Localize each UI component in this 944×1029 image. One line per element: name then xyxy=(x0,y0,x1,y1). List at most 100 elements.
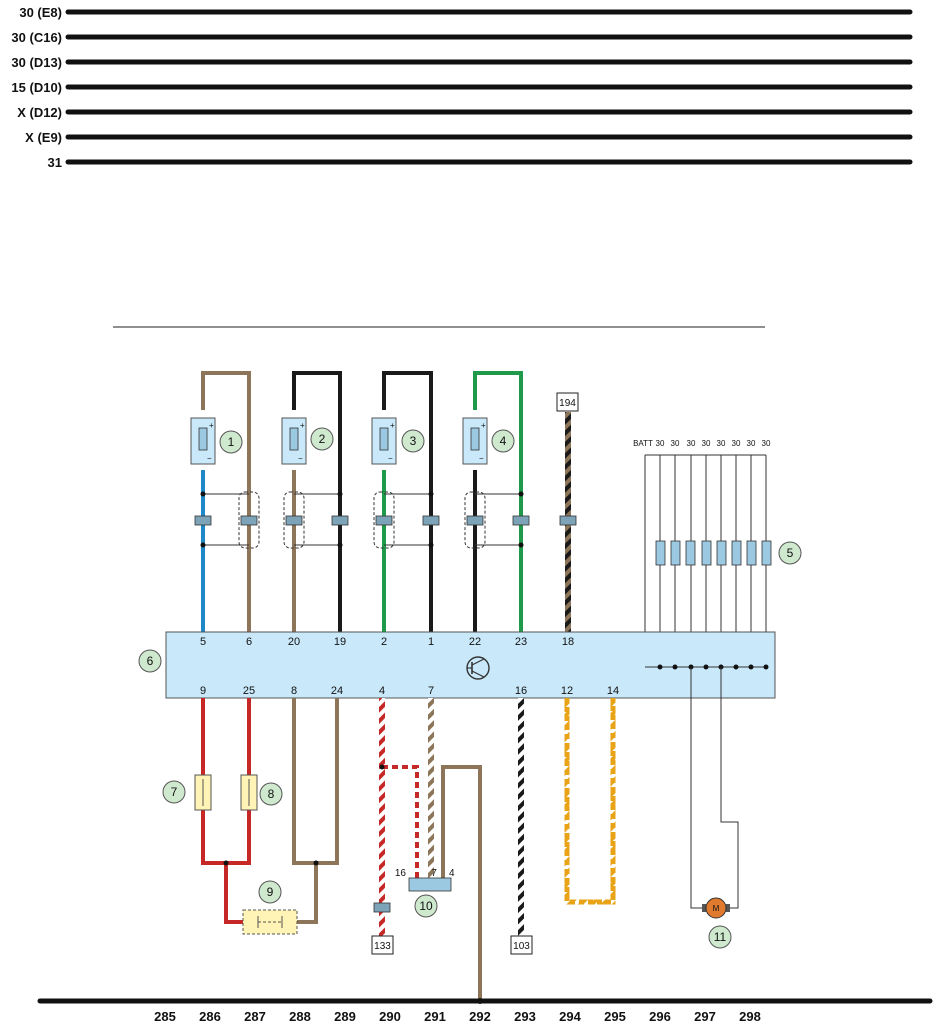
junction-dot xyxy=(748,664,754,670)
connector-pin: 16 xyxy=(395,868,407,879)
wire-brown xyxy=(201,371,251,632)
bus-label: 31 xyxy=(48,155,62,170)
motor-label: M xyxy=(713,904,720,913)
column-number: 294 xyxy=(559,1009,581,1024)
ref-box xyxy=(371,935,394,955)
fuse-label: BATT xyxy=(633,439,653,448)
connector-clip xyxy=(466,515,484,526)
connector-clip xyxy=(559,515,577,526)
sensor-plus: + xyxy=(300,421,305,430)
ref-box xyxy=(556,392,579,412)
wire-black xyxy=(382,371,433,632)
ecu-pin-top: 18 xyxy=(562,636,574,648)
ref-label: 194 xyxy=(559,398,576,409)
fuse-label: 30 xyxy=(732,439,741,448)
bus-lines: 30 (E8) 30 (C16) 30 (D13) 15 (D10) X (D1… xyxy=(11,5,913,170)
callout-label: 7 xyxy=(171,785,178,799)
fuse-element xyxy=(761,540,772,566)
column-number: 292 xyxy=(469,1009,491,1024)
bus-label: X (D12) xyxy=(17,105,62,120)
column-number: 297 xyxy=(694,1009,716,1024)
connector-10 xyxy=(408,877,452,892)
ecu-module: 5 6 20 19 2 1 22 23 18 9 25 8 24 4 7 16 … xyxy=(165,631,776,699)
bus-label: 15 (D10) xyxy=(11,80,62,95)
callout-circle xyxy=(778,541,802,565)
callout-label: 9 xyxy=(267,885,274,899)
sensor-minus: − xyxy=(207,454,212,463)
ecu-pin-top: 5 xyxy=(200,636,206,648)
ecu-pin-top: 2 xyxy=(381,636,387,648)
ecu-pin-bottom: 4 xyxy=(379,685,385,697)
column-number: 287 xyxy=(244,1009,266,1024)
fuse-element xyxy=(746,540,757,566)
bus-line: X (E9) xyxy=(25,130,913,145)
ecu-pin-top: 22 xyxy=(469,636,481,648)
motor-wire xyxy=(690,667,704,909)
ref-label: 103 xyxy=(513,941,530,952)
junction-dot xyxy=(518,491,524,497)
callout-label: 1 xyxy=(228,435,235,449)
connector-clip xyxy=(194,515,212,526)
callout-circle xyxy=(162,780,186,804)
junction-dot xyxy=(337,542,343,548)
sensor-2: + − xyxy=(281,417,307,465)
motor-icon: M xyxy=(702,897,730,919)
sensor-1: + − xyxy=(190,417,216,465)
bus-label: 30 (C16) xyxy=(11,30,62,45)
wire-brown xyxy=(292,698,339,865)
sensor-body xyxy=(462,417,488,465)
bus-line: 31 xyxy=(48,155,913,170)
callout-label: 8 xyxy=(268,787,275,801)
junction-dot xyxy=(223,860,229,866)
column-number: 289 xyxy=(334,1009,356,1024)
transistor-icon xyxy=(466,656,490,680)
upper-wires xyxy=(201,371,571,632)
callout-circle xyxy=(138,649,162,673)
callout-label: 11 xyxy=(714,930,727,944)
junction-dot xyxy=(703,664,709,670)
connector-pin: 7 xyxy=(431,868,437,879)
junction-dot xyxy=(313,860,319,866)
sensor-minus: − xyxy=(388,454,393,463)
fuse-element xyxy=(731,540,742,566)
wire-black xyxy=(292,371,342,632)
callout-circle xyxy=(401,429,425,453)
fuse-label: 30 xyxy=(702,439,711,448)
sensor-minus: − xyxy=(479,454,484,463)
ecu-pin-top: 6 xyxy=(246,636,252,648)
fuse-element xyxy=(685,540,696,566)
ecu-pin-bottom: 16 xyxy=(515,685,527,697)
callout-label: 6 xyxy=(147,654,154,668)
connector-clip xyxy=(422,515,440,526)
column-number: 293 xyxy=(514,1009,536,1024)
wire-yellow-white xyxy=(564,698,616,905)
junction-dot xyxy=(657,664,663,670)
junction-dot xyxy=(200,491,206,497)
ecu-pin-bottom: 7 xyxy=(428,685,434,697)
sensor-4: + − xyxy=(462,417,488,465)
ecu-pin-bottom: 9 xyxy=(200,685,206,697)
wire-red xyxy=(224,863,243,924)
callout-label: 4 xyxy=(500,434,507,448)
callout-label: 5 xyxy=(787,546,794,560)
ecu-pin-bottom: 14 xyxy=(607,685,619,697)
ecu-pin-top: 20 xyxy=(288,636,300,648)
connector-clip xyxy=(373,902,391,913)
column-number: 290 xyxy=(379,1009,401,1024)
motor-wire xyxy=(720,667,739,909)
wire-brown xyxy=(297,863,318,924)
sensor-plus: + xyxy=(390,421,395,430)
bus-line: X (D12) xyxy=(17,105,913,120)
callout-label: 10 xyxy=(419,899,433,913)
junction-dot xyxy=(672,664,678,670)
wire-brown-white xyxy=(428,698,434,878)
component-9 xyxy=(242,909,298,935)
fuse-label: 30 xyxy=(747,439,756,448)
knock-sensors: + − + − + − + − xyxy=(190,417,488,465)
wire-red-white xyxy=(379,698,385,936)
connector-clip xyxy=(285,515,303,526)
wire-brown xyxy=(441,765,482,1001)
bus-label: 30 (E8) xyxy=(19,5,62,20)
junction-dot xyxy=(733,664,739,670)
